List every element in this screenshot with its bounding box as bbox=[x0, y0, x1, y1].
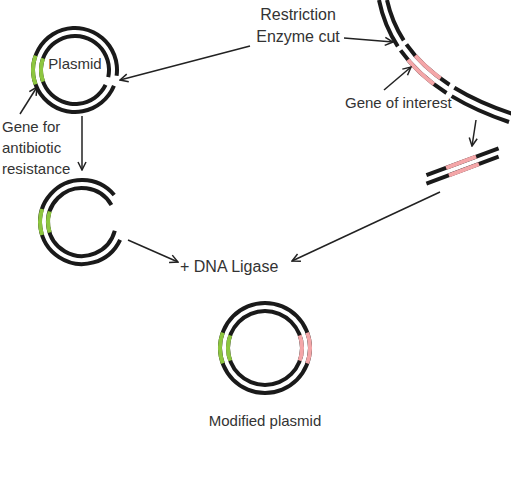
gene-of-interest-segment bbox=[449, 164, 479, 175]
pointer-arrow bbox=[20, 87, 37, 114]
gene-segment bbox=[298, 335, 304, 362]
dna-strand bbox=[379, 0, 398, 46]
dna-strand bbox=[452, 96, 509, 122]
process-arrow bbox=[81, 116, 83, 170]
enzyme-label: Restriction Enzyme cut bbox=[248, 4, 348, 48]
arrows bbox=[20, 38, 476, 262]
node-label: Modified plasmid bbox=[190, 410, 340, 431]
dna-strand bbox=[406, 44, 449, 84]
resistance-gene-label: Gene for antibiotic resistance bbox=[2, 116, 86, 179]
resistance-gene-segment bbox=[40, 209, 42, 235]
gene-of-interest-segment bbox=[415, 56, 440, 79]
dna-strand bbox=[401, 50, 447, 93]
gene-fragment bbox=[426, 148, 498, 183]
modified-plasmid-circle: Modified plasmid bbox=[190, 298, 340, 433]
plasmid-strand bbox=[40, 180, 120, 264]
gene-segment bbox=[31, 55, 37, 85]
plasmid-strand bbox=[48, 188, 115, 256]
ligase-label: + DNA Ligase bbox=[180, 256, 310, 277]
gene-segment bbox=[39, 58, 45, 83]
plasmid-strand bbox=[218, 301, 312, 395]
pointer-arrow bbox=[384, 67, 411, 90]
plasmid-strand bbox=[226, 309, 304, 387]
resistance-gene-segment bbox=[48, 212, 50, 233]
gene-segment bbox=[226, 335, 232, 362]
process-arrow bbox=[472, 120, 476, 146]
dna-strand bbox=[426, 157, 498, 184]
process-arrow bbox=[292, 192, 440, 261]
gene-segment bbox=[218, 332, 225, 364]
cut-plasmid bbox=[40, 180, 120, 264]
pointer-arrow bbox=[344, 38, 393, 42]
pointer-arrow bbox=[120, 46, 250, 80]
process-arrow bbox=[128, 240, 178, 262]
node-label: Plasmid bbox=[28, 53, 122, 74]
plasmid-circle: Plasmid bbox=[28, 23, 122, 117]
gene-label: Gene of interest bbox=[345, 92, 495, 113]
gene-of-interest-segment bbox=[408, 60, 434, 84]
gene-segment bbox=[305, 332, 312, 364]
